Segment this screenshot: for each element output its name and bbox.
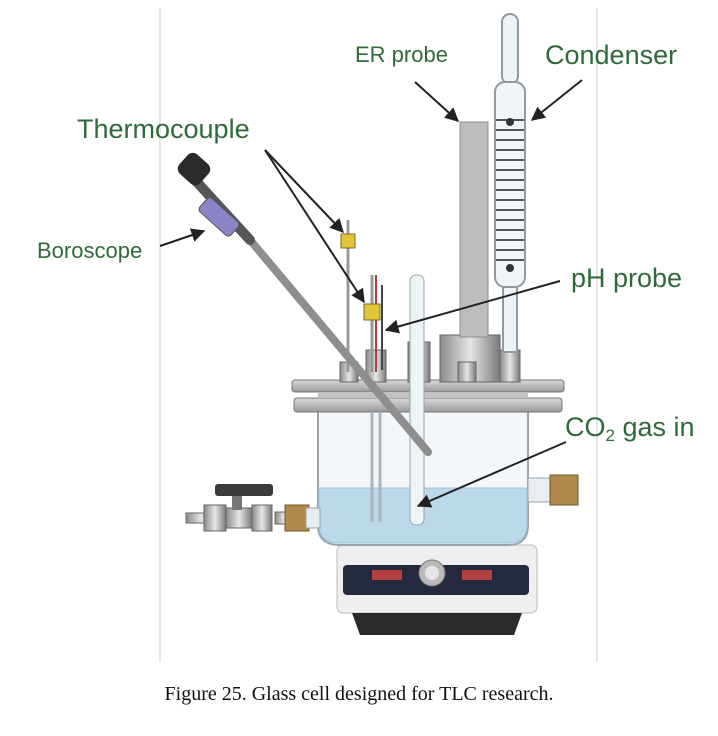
ph-probe-label: pH probe <box>571 263 683 293</box>
thermocouple-label: Thermocouple <box>77 114 250 144</box>
gas-valve <box>185 484 321 532</box>
er-probe <box>459 121 489 338</box>
arrow-condenser <box>530 79 583 121</box>
figure-caption: Figure 25. Glass cell designed for TLC r… <box>164 683 554 705</box>
side-port-fitting <box>527 474 579 506</box>
condenser <box>494 13 526 353</box>
annotation-arrows <box>159 79 583 508</box>
co2-label-prefix: CO <box>565 412 606 442</box>
co2-gas-in-label: CO2 gas in <box>565 412 695 445</box>
arrow-ph-probe <box>384 280 561 334</box>
arrow-co2-gas-in <box>416 441 567 508</box>
boroscope <box>177 152 432 456</box>
arrow-er-probe <box>414 81 460 122</box>
gas-inlet-tube <box>409 274 425 526</box>
co2-label-suffix: gas in <box>614 412 695 442</box>
co2-label-subscript: 2 <box>605 426 615 445</box>
flange-plates <box>291 379 565 413</box>
condenser-label: Condenser <box>545 40 678 70</box>
arrow-thermocouple-2 <box>264 149 365 304</box>
boroscope-label: Boroscope <box>37 238 143 263</box>
arrow-thermocouple-1 <box>264 149 344 234</box>
thermocouple-probes <box>340 220 382 522</box>
arrow-boroscope <box>159 228 206 247</box>
hotplate <box>336 544 538 635</box>
er-probe-label: ER probe <box>355 42 448 67</box>
